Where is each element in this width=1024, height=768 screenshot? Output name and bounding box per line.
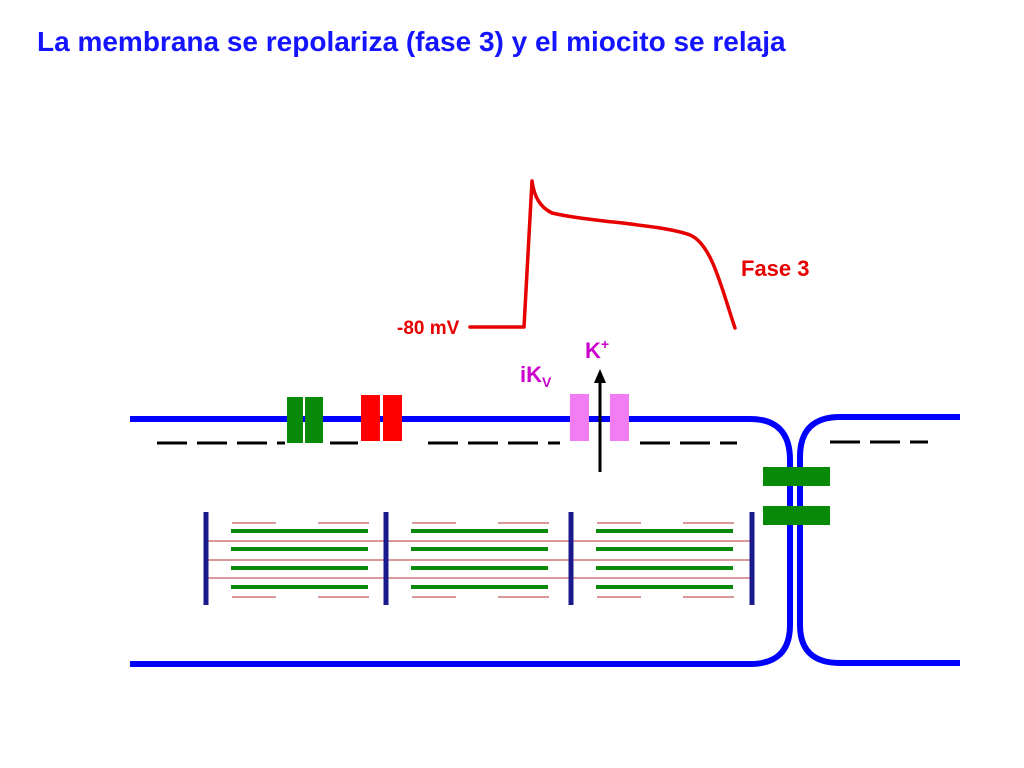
gap-junction <box>763 467 830 525</box>
resting-potential-label: -80 mV <box>397 318 460 339</box>
action-potential-curve <box>468 179 737 330</box>
arrow-head-icon <box>594 369 606 383</box>
right-cell-membrane <box>797 414 960 666</box>
phase-3-label: Fase 3 <box>741 256 810 281</box>
red-channel-subunit <box>383 395 402 441</box>
myofibril <box>203 512 755 605</box>
green-channel <box>287 397 323 443</box>
ion-symbol: K <box>585 338 601 363</box>
potassium-ion-label: K+ <box>585 336 609 363</box>
red-channel-subunit <box>361 395 380 441</box>
potassium-efflux-arrow <box>594 369 606 472</box>
gap-junction-connexon <box>763 467 830 486</box>
current-name: iK <box>520 362 542 387</box>
left-cell-membrane <box>130 416 793 667</box>
dashed-charge-lines <box>157 440 928 445</box>
gap-junction-connexon <box>763 506 830 525</box>
green-channel-subunit <box>287 397 303 443</box>
potassium-channel <box>570 394 629 441</box>
potassium-channel-subunit <box>610 394 629 441</box>
ion-charge: + <box>601 336 609 352</box>
potassium-channel-subunit <box>570 394 589 441</box>
red-channel <box>361 395 402 441</box>
green-channel-subunit <box>305 397 323 443</box>
slide-title: La membrana se repolariza (fase 3) y el … <box>37 26 786 57</box>
current-subscript: V <box>542 374 552 390</box>
potassium-current-label: iKV <box>520 362 552 390</box>
